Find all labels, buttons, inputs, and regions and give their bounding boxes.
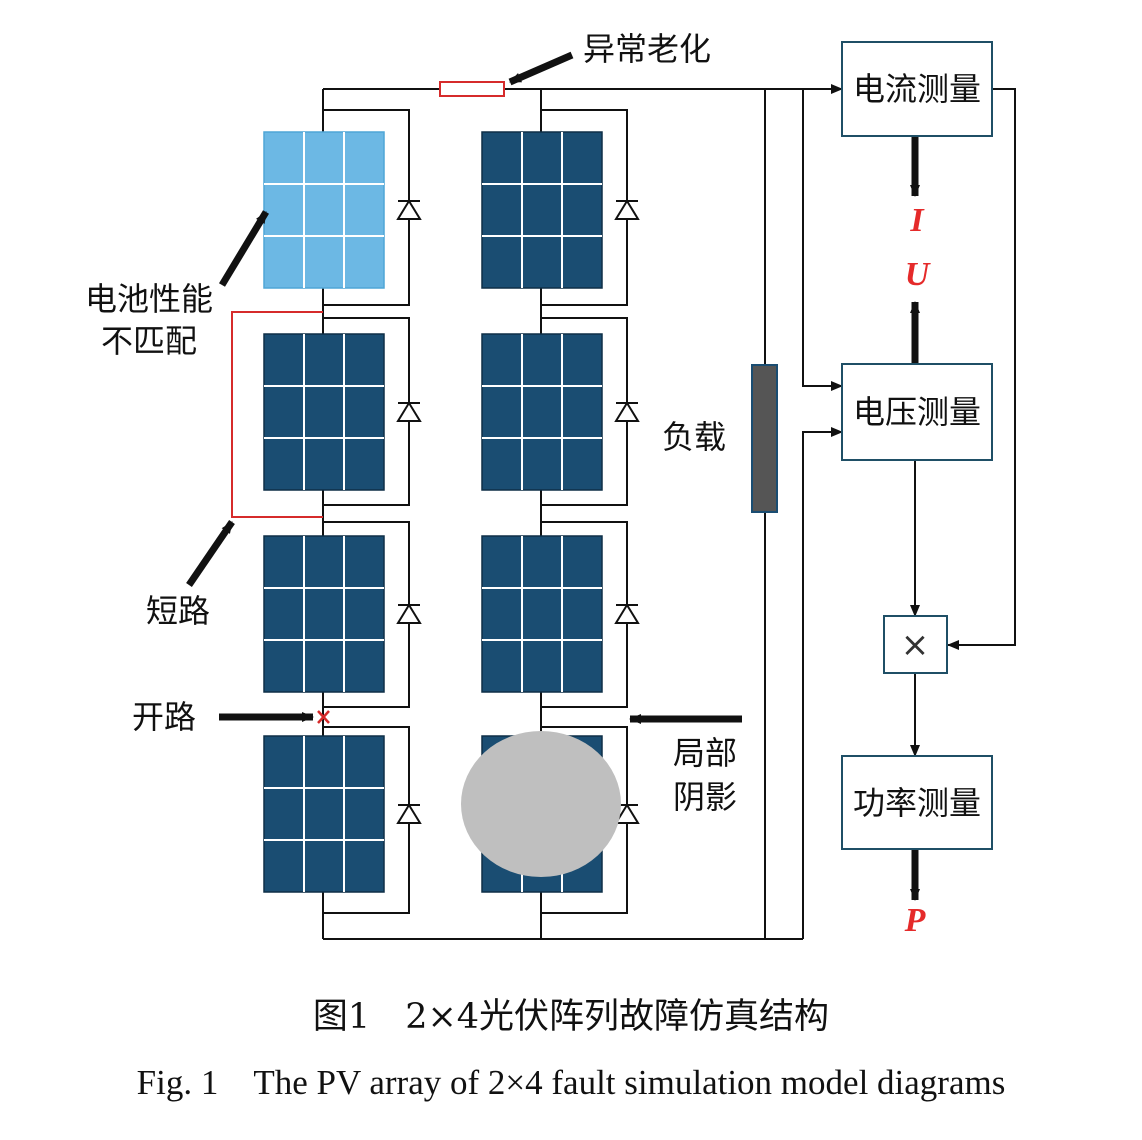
output-i: I	[909, 202, 925, 239]
voltage-block-label: 电压测量	[853, 393, 981, 431]
load-resistor	[751, 364, 778, 513]
shade-ellipse	[461, 731, 621, 877]
open-label: 开路	[132, 698, 196, 736]
caption-english: Fig. 1 The PV array of 2×4 fault simulat…	[137, 1063, 1006, 1102]
caption-chinese: 图1 2×4光伏阵列故障仿真结构	[313, 997, 829, 1037]
current-block: 电流测量	[841, 41, 993, 137]
pv-panel-s1-4	[263, 735, 385, 893]
mismatch-label-1: 电池性能	[85, 280, 213, 318]
diode-icon	[614, 401, 640, 422]
pv-panel-s1-3	[263, 535, 385, 693]
diode-icon	[614, 199, 640, 220]
diode-icon	[396, 199, 422, 220]
power-block: 功率测量	[841, 755, 993, 850]
mismatch-arrow-icon	[219, 210, 269, 287]
pv-panel-s2-2	[481, 333, 603, 491]
diode-icon	[396, 603, 422, 624]
load-label: 负载	[662, 418, 726, 456]
aging-arrow-icon	[508, 51, 574, 86]
short-arrow-icon	[186, 520, 235, 587]
bypass-diodes	[396, 199, 640, 824]
pv-panel-s2-1	[481, 131, 603, 289]
pv-panel-s2-3	[481, 535, 603, 693]
multiplier-block: ×	[883, 615, 948, 674]
power-block-label: 功率测量	[853, 784, 981, 822]
output-p: P	[904, 902, 926, 939]
pv-panel-s1-1	[263, 131, 385, 289]
aging-label: 异常老化	[583, 30, 711, 68]
short-label: 短路	[146, 592, 210, 630]
diode-icon	[396, 803, 422, 824]
diode-icon	[614, 603, 640, 624]
shade-label-2: 阴影	[673, 778, 737, 816]
diode-icon	[396, 401, 422, 422]
shade-label-1: 局部	[673, 734, 737, 772]
multiply-symbol: ×	[901, 625, 930, 665]
short-circuit-wire	[231, 311, 323, 518]
open-circuit-x-icon	[317, 710, 330, 724]
output-u: U	[905, 256, 932, 293]
aging-resistor	[439, 81, 505, 97]
pv-panel-s1-2	[263, 333, 385, 491]
measurement-wiring	[765, 84, 1016, 939]
voltage-block: 电压测量	[841, 363, 993, 461]
current-block-label: 电流测量	[853, 70, 981, 108]
mismatch-label-2: 不匹配	[101, 322, 197, 360]
bus-lines	[322, 88, 803, 940]
